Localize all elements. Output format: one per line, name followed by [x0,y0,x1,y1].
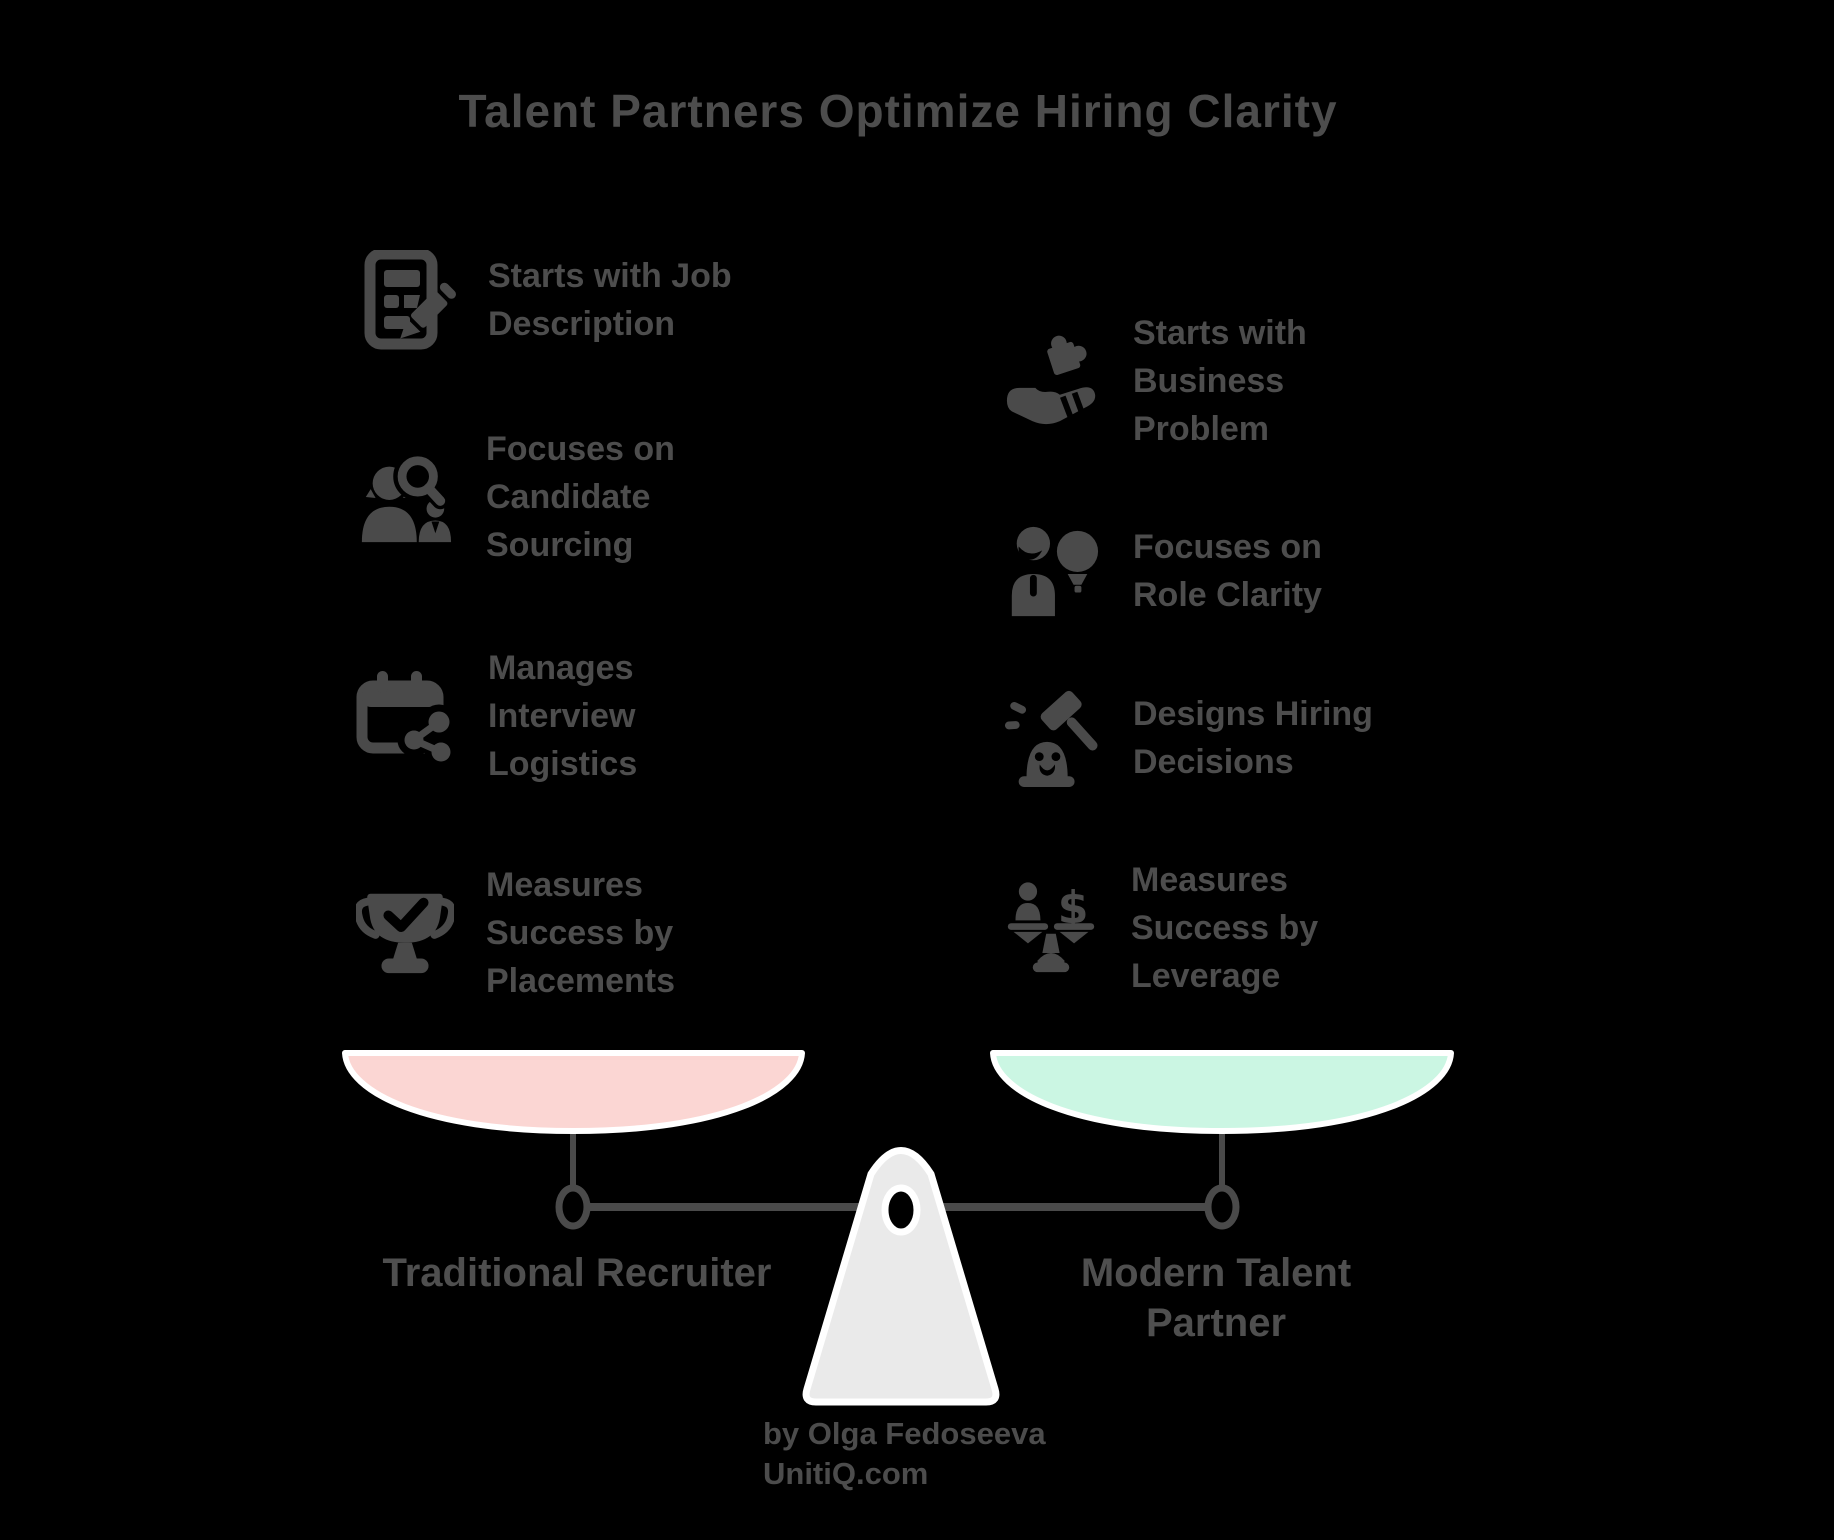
list-item-candidate-sourcing: Focuses on Candidate Sourcing [356,425,675,569]
page-title: Talent Partners Optimize Hiring Clarity [458,85,1338,137]
list-item-label: Starts with Job Description [488,257,732,343]
author-credit: by Olga Fedoseeva UnitiQ.com [763,1416,1046,1491]
list-item-label: Manages Interview Logistics [488,649,638,783]
left-hinge [555,1184,591,1230]
right-scale-pan [990,1050,1454,1134]
right-hinge [1204,1184,1240,1230]
right-pan-label: Modern Talent Partner [1080,1251,1352,1345]
list-item-business-problem: Starts with Business Problem [1003,309,1307,453]
left-scale-pan [342,1050,805,1134]
hand-puzzle-icon [1003,331,1101,431]
scale-fulcrum [802,1147,1000,1406]
list-item-interview-logistics: Manages Interview Logistics [356,644,637,788]
list-item-label: Focuses on Candidate Sourcing [486,430,675,564]
list-item-role-clarity: Focuses on Role Clarity [1003,522,1322,620]
list-item-label: Designs Hiring Decisions [1133,695,1373,781]
list-item-label: Measures Success by Placements [486,866,675,1000]
list-item-label: Focuses on Role Clarity [1133,528,1322,614]
list-item-placements: Measures Success by Placements [356,861,675,1005]
trophy-check-icon [356,885,454,981]
gavel-decision-icon [1003,687,1101,789]
person-lightbulb-icon [1003,522,1101,620]
fulcrum-hole [881,1184,921,1236]
list-item-hiring-decisions: Designs Hiring Decisions [1003,687,1373,789]
list-item-leverage: $ Measures Success by Leverage [1003,856,1318,1000]
left-pan-label: Traditional Recruiter [382,1251,772,1295]
list-item-job-description: Starts with Job Description [356,250,732,350]
document-pencil-icon [356,250,456,350]
list-item-label: Measures Success by Leverage [1131,861,1319,995]
candidate-search-icon [356,447,454,547]
calendar-share-icon [356,664,456,768]
person-dollar-balance-icon: $ [1003,878,1099,978]
list-item-label: Starts with Business Problem [1133,314,1307,448]
